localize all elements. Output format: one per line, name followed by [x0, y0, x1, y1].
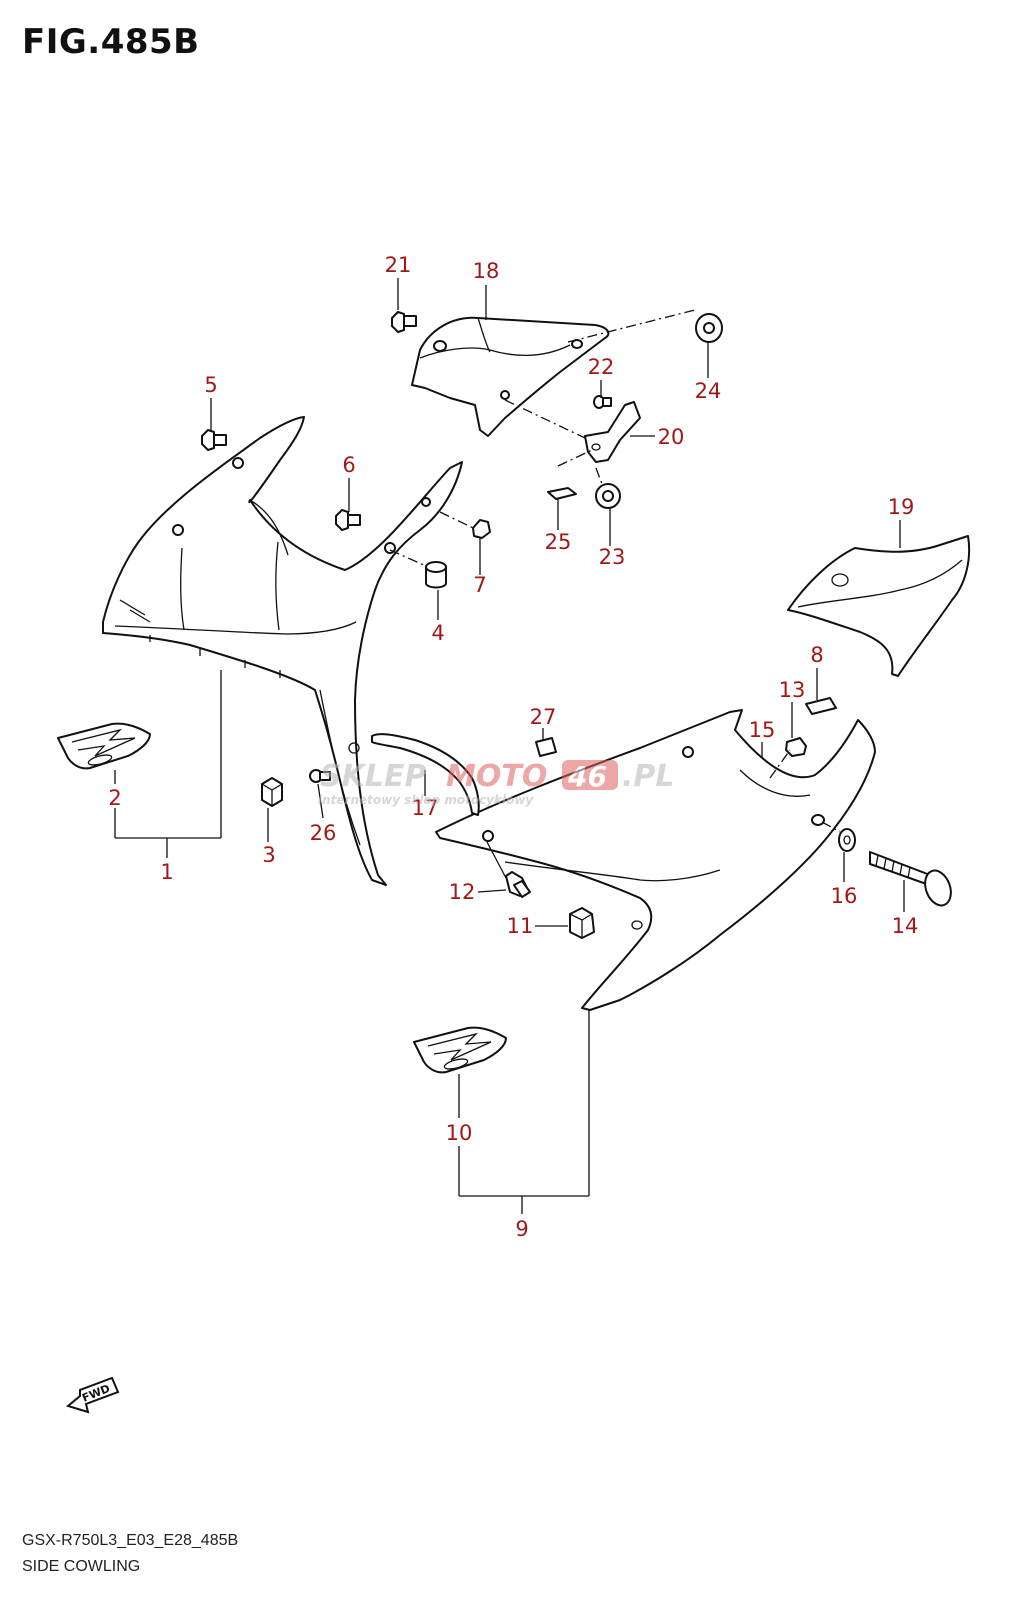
callout-24[interactable]: 24 — [695, 379, 722, 403]
figure-code: GSX-R750L3_E03_E28_485B — [22, 1532, 239, 1549]
part-6-screw[interactable] — [335, 509, 361, 531]
part-5-screw[interactable] — [201, 429, 227, 451]
part-19-side-panel[interactable] — [787, 535, 971, 677]
watermark-suffix: .PL — [622, 759, 675, 794]
part-4-grommet[interactable] — [425, 561, 447, 589]
part-14-bolt[interactable] — [869, 851, 955, 909]
part-10-emblem[interactable] — [413, 1026, 507, 1074]
part-25-clip[interactable] — [547, 487, 577, 500]
callout-9[interactable]: 9 — [515, 1217, 528, 1241]
watermark-brand-red: MOTO — [446, 759, 547, 794]
part-22-screw[interactable] — [593, 395, 612, 409]
part-1-upper-cowling[interactable] — [102, 416, 463, 886]
callout-14[interactable]: 14 — [892, 914, 919, 938]
watermark-number-badge — [562, 760, 618, 790]
figure-title: FIG.485B — [22, 22, 200, 62]
callout-22[interactable]: 22 — [588, 355, 615, 379]
callout-11[interactable]: 11 — [507, 914, 534, 938]
watermark-number: 46 — [567, 760, 607, 793]
part-3-nut[interactable] — [261, 777, 283, 807]
callout-12[interactable]: 12 — [449, 880, 476, 904]
callout-8[interactable]: 8 — [810, 643, 823, 667]
callout-5[interactable]: 5 — [204, 373, 217, 397]
part-27-pad[interactable] — [535, 737, 557, 757]
callout-1[interactable]: 1 — [160, 860, 173, 884]
part-9-lower-cowling[interactable] — [435, 709, 876, 1011]
callout-19[interactable]: 19 — [888, 495, 915, 519]
callout-3[interactable]: 3 — [262, 843, 275, 867]
watermark-brand-gray: SKLEP — [320, 759, 426, 794]
callout-16[interactable]: 16 — [831, 884, 858, 908]
callout-20[interactable]: 20 — [658, 425, 685, 449]
watermark: SKLEP MOTO 46 .PL internetowy sklep moto… — [318, 759, 675, 807]
callout-27[interactable]: 27 — [530, 705, 557, 729]
part-17-trim-strip[interactable] — [371, 733, 480, 816]
fwd-label: FWD — [80, 1382, 112, 1405]
part-16-washer[interactable] — [838, 828, 856, 852]
part-21-screw[interactable] — [391, 311, 417, 333]
callout-18[interactable]: 18 — [473, 259, 500, 283]
callout-25[interactable]: 25 — [545, 530, 572, 554]
callout-15[interactable]: 15 — [749, 718, 776, 742]
part-2-emblem[interactable] — [57, 722, 151, 770]
callout-7[interactable]: 7 — [473, 573, 486, 597]
part-23-grommet[interactable] — [595, 483, 621, 509]
part-11-nut[interactable] — [569, 907, 595, 939]
fwd-arrow-icon: FWD — [65, 1376, 120, 1414]
part-8-pad[interactable] — [805, 697, 837, 715]
callout-labels: 1 2 3 4 5 6 7 8 9 10 11 12 13 14 15 16 1… — [108, 253, 918, 1241]
callout-23[interactable]: 23 — [599, 545, 626, 569]
watermark-tagline: internetowy sklep motocyklowy — [318, 793, 534, 807]
part-26-screw[interactable] — [309, 769, 331, 783]
callout-6[interactable]: 6 — [342, 453, 355, 477]
part-24-grommet[interactable] — [695, 313, 723, 343]
figure-name: SIDE COWLING — [22, 1558, 141, 1575]
callout-17[interactable]: 17 — [412, 796, 439, 820]
leader-lines — [114, 278, 905, 1214]
callout-13[interactable]: 13 — [779, 678, 806, 702]
callout-10[interactable]: 10 — [446, 1121, 473, 1145]
part-13-nut[interactable] — [785, 737, 807, 757]
callout-21[interactable]: 21 — [385, 253, 412, 277]
callout-26[interactable]: 26 — [310, 821, 337, 845]
part-20-bracket[interactable] — [584, 401, 641, 463]
callout-4[interactable]: 4 — [431, 621, 444, 645]
part-7-clip[interactable] — [472, 519, 491, 539]
part-12-screw[interactable] — [505, 871, 531, 898]
callout-2[interactable]: 2 — [108, 786, 121, 810]
part-18-inner-panel[interactable] — [411, 316, 610, 437]
